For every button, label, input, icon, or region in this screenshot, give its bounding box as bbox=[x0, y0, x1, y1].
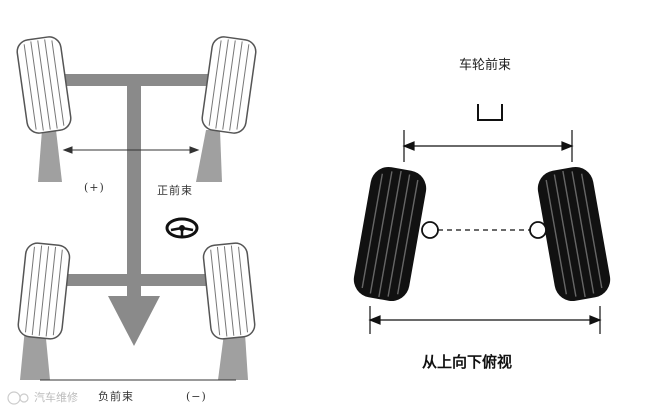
toe-in-wedge-right bbox=[196, 130, 222, 182]
toe-in-label: 正前束 bbox=[157, 184, 193, 197]
steering-wheel-icon bbox=[165, 217, 199, 239]
front-axle bbox=[58, 74, 216, 86]
bottom-dimension-line bbox=[368, 306, 602, 334]
watermark-logo-icon bbox=[7, 391, 29, 405]
chassis-spine bbox=[127, 86, 141, 298]
toe-in-wedge-left bbox=[38, 130, 62, 182]
left-hub bbox=[421, 221, 439, 239]
rear-right-wheel bbox=[202, 242, 256, 340]
toe-out-label: 负前束 bbox=[98, 390, 134, 403]
right-hub bbox=[529, 221, 547, 239]
top-dimension-line bbox=[402, 130, 574, 162]
toe-topview-diagram bbox=[353, 104, 611, 334]
toe-gap-bracket bbox=[477, 104, 503, 121]
left-tire bbox=[353, 166, 427, 302]
right-tire bbox=[537, 166, 611, 302]
front-right-wheel bbox=[201, 36, 257, 134]
direction-arrow bbox=[108, 296, 160, 346]
topview-caption: 从上向下俯视 bbox=[422, 353, 513, 371]
watermark-text: 汽车维修 bbox=[34, 391, 78, 404]
rear-left-wheel bbox=[17, 242, 71, 340]
toe-title: 车轮前束 bbox=[459, 58, 512, 73]
minus-label: (−) bbox=[186, 390, 207, 403]
front-left-wheel bbox=[16, 36, 72, 134]
plus-label: (+) bbox=[84, 181, 105, 194]
chassis-diagram bbox=[16, 36, 257, 381]
front-measure-line bbox=[62, 146, 200, 154]
